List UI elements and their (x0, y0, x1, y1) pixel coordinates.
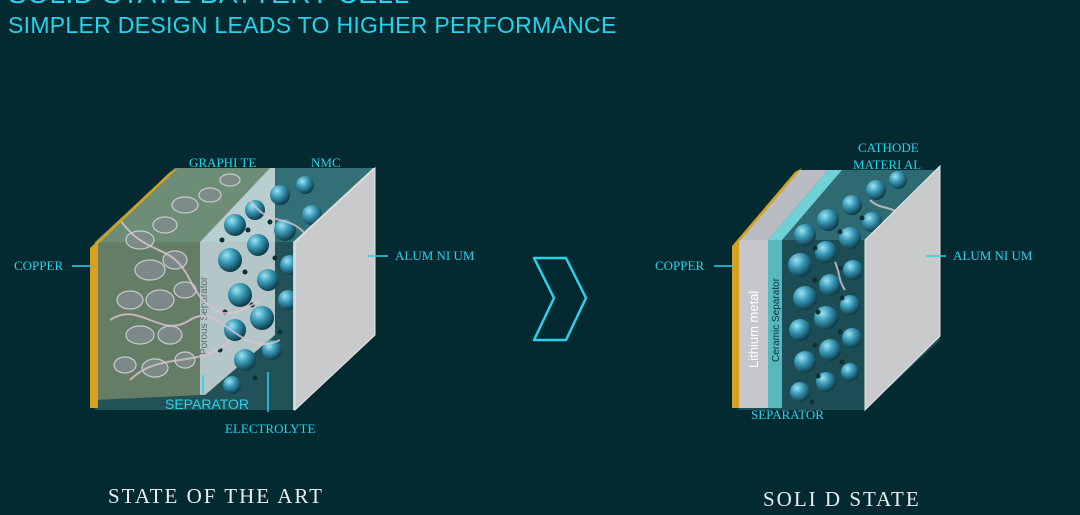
lithium-metal-layer (738, 240, 768, 408)
ceramic-separator-layer (768, 240, 782, 408)
electrolyte-strands (109, 199, 311, 381)
lithium-top (738, 170, 828, 240)
caption-state-of-the-art: STATE OF THE ART (108, 484, 324, 508)
graphite-label: GRAPHI TE (189, 155, 256, 170)
separator-label-left: SEPARATOR (165, 396, 249, 412)
cathode-dots (809, 215, 865, 405)
copper-label-right: COPPER (655, 258, 704, 273)
lithium-metal-text: Lithium metal (746, 291, 761, 368)
caption-solid-state: SOLI D STATE (763, 487, 921, 511)
chevron-right-icon (532, 256, 588, 342)
cathode-particles (788, 171, 907, 402)
copper-label-left: COPPER (14, 258, 63, 273)
page-subtitle: SIMPLER DESIGN LEADS TO HIGHER PERFORMAN… (8, 12, 617, 38)
porous-separator-layer (200, 168, 275, 395)
ceramic-top (768, 170, 842, 240)
aluminum-label-left: ALUM NI UM (395, 248, 475, 263)
electrolyte-label: ELECTROLYTE (225, 421, 315, 436)
copper-plate-left (90, 168, 178, 408)
separator-label-right: SEPARATOR (751, 407, 824, 422)
nmc-label: NMC (311, 155, 341, 170)
aluminum-plate-right (864, 164, 941, 412)
cathode-label-line2: MATERI AL (853, 157, 921, 172)
aluminum-label-right: ALUM NI UM (953, 248, 1033, 263)
copper-plate-right (732, 168, 802, 408)
ceramic-separator-text: Ceramic Separator (771, 277, 782, 362)
left-battery-cell: Porous Separator (90, 166, 376, 412)
right-battery-cell: Lithium metal Ceramic Separator (732, 164, 941, 412)
graphite-flakes (113, 173, 241, 378)
cathode-label-line1: CATHODE (858, 140, 919, 155)
